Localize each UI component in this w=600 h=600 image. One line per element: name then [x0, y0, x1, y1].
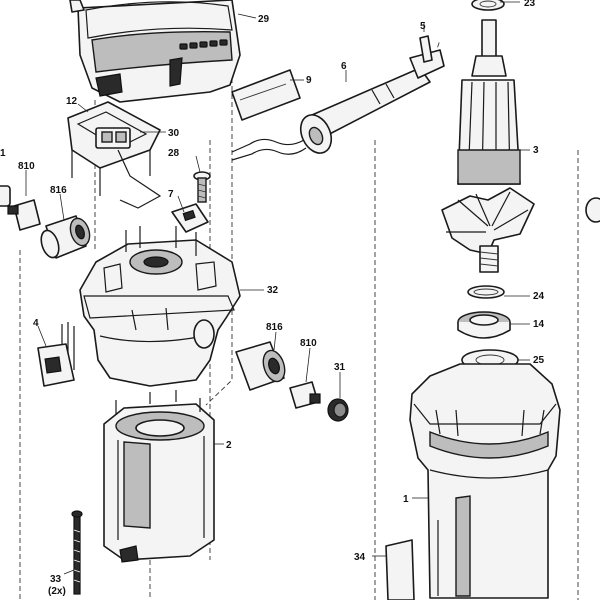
label-29: 29 [258, 14, 270, 25]
part-callout-labels: 23 29 5 9 6 12 30 3 1 810 28 816 7 32 24… [0, 0, 545, 597]
part-29-top-cap [77, 0, 241, 103]
label-33: 33 [50, 574, 62, 585]
part-14-bearing [457, 311, 511, 339]
part-34-sticker [385, 539, 415, 600]
label-810-left: 810 [18, 161, 35, 172]
label-3: 3 [533, 145, 539, 156]
part-2-stator [103, 390, 215, 563]
label-4: 4 [33, 318, 39, 329]
leader-lines [25, 1, 530, 575]
left-brush-set [0, 185, 91, 259]
label-6: 6 [341, 61, 347, 72]
part-12-harness [67, 101, 162, 209]
label-1-left: 1 [0, 148, 6, 159]
part-32-motor-housing [79, 226, 241, 387]
label-816-left: 816 [50, 185, 67, 196]
label-24: 24 [533, 291, 545, 302]
label-2x: (2x) [48, 586, 66, 597]
label-23: 23 [524, 0, 536, 9]
part-23-ring [471, 0, 505, 11]
label-12: 12 [66, 96, 78, 107]
label-30: 30 [168, 128, 180, 139]
label-7: 7 [168, 189, 174, 200]
label-816-right: 816 [266, 322, 283, 333]
label-810-right: 810 [300, 338, 317, 349]
label-25: 25 [533, 355, 545, 366]
part-4-switch [37, 322, 75, 387]
label-28: 28 [168, 148, 180, 159]
part-5-shaft [419, 35, 433, 63]
label-14: 14 [533, 319, 545, 330]
part-33-screws [71, 510, 83, 595]
label-9: 9 [306, 75, 312, 86]
cap-vent-slots [179, 39, 228, 50]
label-2: 2 [226, 440, 232, 451]
part-3-armature [441, 19, 535, 273]
label-32: 32 [267, 285, 279, 296]
part-28-screw [193, 171, 211, 203]
part-7-clip [171, 203, 209, 233]
part-1-main-body [409, 363, 561, 599]
part-30-contact [95, 127, 131, 149]
label-1-body: 1 [403, 494, 409, 505]
label-5: 5 [420, 21, 426, 32]
edge-fragments [69, 0, 600, 223]
part-9-label [231, 69, 301, 121]
part-24-retaining-ring [467, 285, 505, 299]
label-31: 31 [334, 362, 346, 373]
label-34: 34 [354, 552, 366, 563]
right-brush-set [235, 341, 349, 422]
part-6-cable [231, 49, 445, 161]
